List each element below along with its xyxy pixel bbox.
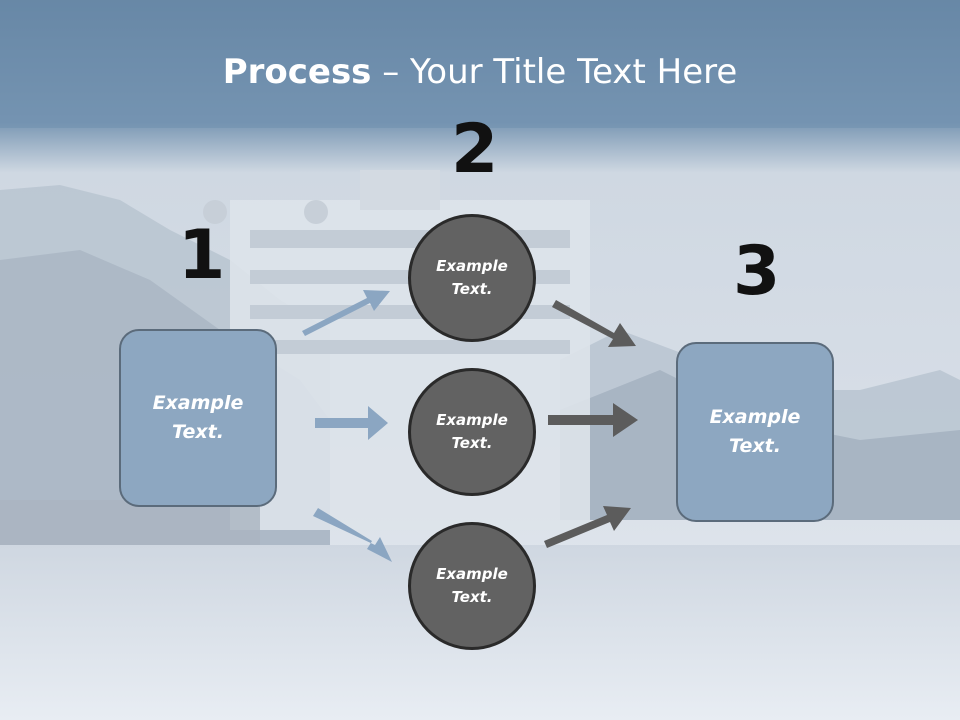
arrow-2-to-3-top [552, 300, 636, 347]
step-3-number: 3 [733, 232, 781, 311]
step-2-circle-bottom: Example Text. [408, 522, 536, 650]
step-3-box: Example Text. [676, 342, 834, 522]
arrow-1-to-2-top [302, 290, 390, 336]
arrow-1-to-2-middle [315, 406, 388, 440]
step-3-text: Example Text. [709, 406, 801, 457]
step-2-text-top: Example Text. [436, 257, 508, 298]
step-1-box: Example Text. [119, 329, 277, 507]
slide-title: Process – Your Title Text Here [0, 52, 960, 92]
step-1-text: Example Text. [152, 392, 244, 443]
arrow-2-to-3-middle [548, 403, 638, 437]
arrow-2-to-3-bottom [544, 506, 631, 548]
title-rest: – Your Title Text Here [371, 52, 738, 92]
title-bold: Process [222, 52, 372, 92]
step-2-text-bottom: Example Text. [436, 565, 508, 606]
step-1-number: 1 [178, 216, 226, 295]
step-2-circle-middle: Example Text. [408, 368, 536, 496]
step-2-number: 2 [451, 110, 499, 189]
arrow-1-to-2-bottom [313, 508, 392, 562]
step-2-text-middle: Example Text. [436, 411, 508, 452]
step-2-circle-top: Example Text. [408, 214, 536, 342]
